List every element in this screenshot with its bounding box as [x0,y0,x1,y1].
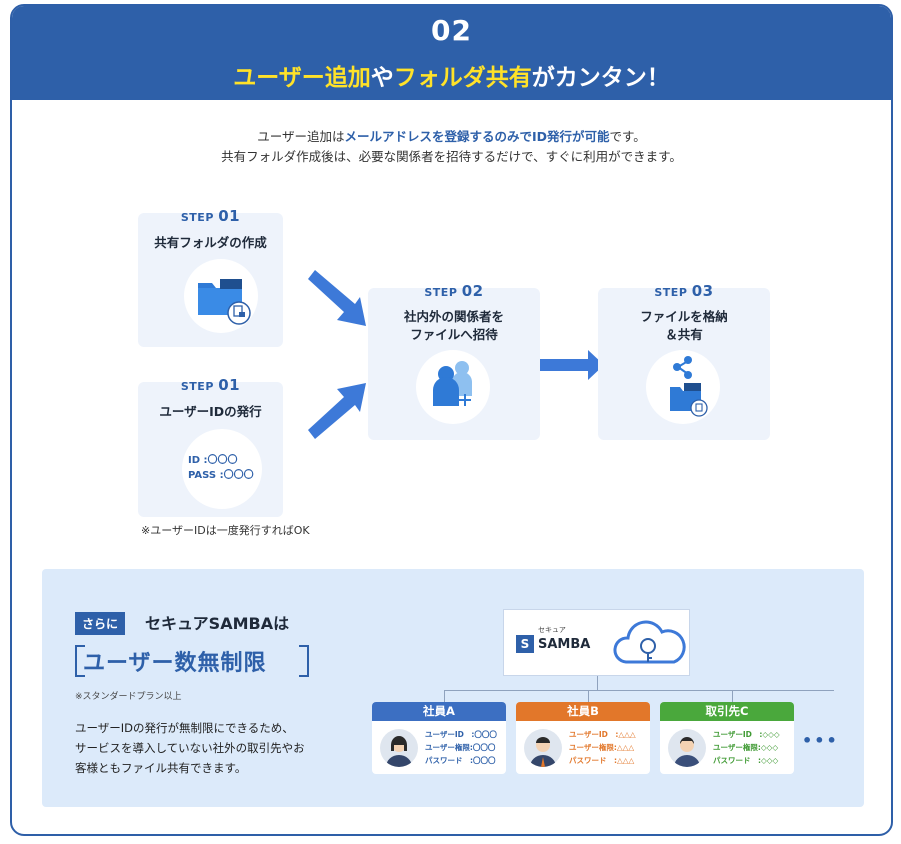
arrow-step1b-to-step2 [308,383,366,439]
member-credentials: ユーザーID :◇◇◇ ユーザー権限:◇◇◇ パスワード :◇◇◇ [713,728,780,767]
step-01-issue-user-id: STEP 01 ユーザーIDの発行 ID :〇〇〇 PASS :〇〇〇 [138,376,283,517]
intro-line-2: 共有フォルダ作成後は、必要な関係者を招待するだけで、すぐに利用ができます。 [221,149,682,164]
member-role-row: ユーザー権限:◇◇◇ [713,743,779,752]
id-line: ID :〇〇〇 [188,455,238,466]
member-card-b: 社員B ユーザーID :△△△ ユーザー権限:△△△ パスワード :△△△ [516,702,650,774]
tree-drop-b [588,690,589,704]
add-users-icon [433,361,472,406]
feature-title: ユーザー追加やフォルダ共有がカンタン！ [12,58,891,92]
member-credentials: ユーザーID :△△△ ユーザー権限:△△△ パスワード :△△△ [569,728,636,767]
member-id-row: ユーザーID :◇◇◇ [713,730,780,739]
step-title: ユーザーIDの発行 [159,404,262,419]
member-name: 取引先C [660,702,794,721]
pass-line: PASS :〇〇〇 [188,470,254,481]
step-01-create-folder: STEP 01 共有フォルダの作成 [138,207,283,347]
member-id-row: ユーザーID :〇〇〇 [425,730,497,739]
avatar-client [668,729,706,767]
step-02-invite: STEP 02 社内外の関係者を ファイルへ招待 [368,282,540,440]
step-word: STEP [180,380,214,393]
arrow-step2-to-step3 [540,350,604,380]
unlimited-users-text: ユーザー数無制限 [83,651,267,676]
promo-section: さらに セキュアSAMBAは ユーザー数無制限 ※スタンダードプラン以上 ユーザ… [42,569,864,807]
unlimited-users-callout: ユーザー数無制限 [75,641,309,681]
step-word: STEP [654,286,688,299]
step-icon-circle [646,350,720,424]
member-id-row: ユーザーID :△△△ [569,730,636,739]
intro-line-1: ユーザー追加はメールアドレスを登録するのみでID発行が可能です。 [12,127,891,147]
intro-line1-a: ユーザー追加は [257,129,345,144]
step-word: STEP [424,286,458,299]
secure-samba-logo-box: S セキュア SAMBA [503,609,690,676]
step-icon-circle [416,350,490,424]
samba-logo-text: SAMBA [538,637,591,652]
promo-badge: さらに [75,612,126,635]
shared-folder-icon [198,279,251,325]
step-title-line2: ＆共有 [665,327,703,342]
step-number: 01 [218,207,241,225]
step-label: STEP 02 [368,282,540,300]
step-note: ※ユーザーIDは一度発行すればOK [141,524,310,537]
intro-line1-highlight: メールアドレスを登録するのみでID発行が可能 [344,129,610,144]
member-card-a: 社員A ユーザーID :〇〇〇 ユーザー権限:〇〇〇 パスワード :〇〇〇 [372,702,506,774]
step-title-line1: 社内外の関係者を [403,309,504,324]
bracket-left [75,645,85,677]
step-title-line2: ファイルへ招待 [410,327,498,342]
desc-line1: ユーザーIDの発行が無制限にできるため、 [75,721,294,735]
title-part-easy: がカンタン！ [531,65,670,91]
samba-logo-mark: S [516,635,534,653]
step-word: STEP [180,211,214,224]
step-icon-circle [184,259,258,333]
feature-number: 02 [431,14,472,47]
member-credentials: ユーザーID :〇〇〇 ユーザー権限:〇〇〇 パスワード :〇〇〇 [425,728,497,767]
bracket-right [299,645,309,677]
cloud-key-icon [613,620,686,664]
member-name: 社員A [372,702,506,721]
more-ellipsis-icon: ••• [802,731,839,750]
avatar-male [524,729,562,767]
flow-arrows [308,270,604,439]
plan-note: ※スタンダードプラン以上 [75,692,182,702]
step-03-store-share: STEP 03 ファイルを格納 ＆共有 [598,282,770,440]
tree-drop-c [732,690,733,704]
member-role-row: ユーザー権限:△△△ [569,743,635,752]
promo-description: ユーザーIDの発行が無制限にできるため、 サービスを導入していない社外の取引先や… [75,718,305,778]
avatar-female [380,729,418,767]
member-card-c: 取引先C ユーザーID :◇◇◇ ユーザー権限:◇◇◇ パスワード :◇◇◇ [660,702,794,774]
step-title-line1: ファイルを格納 [640,309,728,324]
step-title: 社内外の関係者を ファイルへ招待 [368,308,540,344]
desc-line2: サービスを導入していない社外の取引先やお [75,741,305,755]
member-password-row: パスワード :◇◇◇ [713,756,779,765]
step-label: STEP 03 [598,282,770,300]
title-part-ya: や [370,65,394,91]
credentials: ID :〇〇〇 PASS :〇〇〇 [188,453,254,483]
member-name: 社員B [516,702,650,721]
arrow-step1a-to-step2 [308,270,366,326]
step-title: 共有フォルダの作成 [154,235,267,250]
step-title: ファイルを格納 ＆共有 [598,308,770,344]
tree-connector [597,676,598,690]
member-password-row: パスワード :△△△ [569,756,635,765]
step-label: STEP 01 [138,207,283,225]
desc-line3: 客様ともファイル共有できます。 [75,761,247,775]
feature-banner: 02 ユーザー追加やフォルダ共有がカンタン！ [12,6,891,100]
step-label: STEP 01 [138,376,283,394]
samba-logo-small: セキュア [538,626,566,634]
title-part-folder-share: フォルダ共有 [393,65,532,91]
title-part-user-add: ユーザー追加 [233,65,371,91]
member-role-row: ユーザー権限:〇〇〇 [425,743,496,752]
intro-text: ユーザー追加はメールアドレスを登録するのみでID発行が可能です。 共有フォルダ作… [12,127,891,167]
step-number: 03 [691,282,714,300]
intro-line1-c: です。 [609,129,646,144]
member-password-row: パスワード :〇〇〇 [425,756,496,765]
share-folder-icon [670,356,708,417]
step-number: 01 [218,376,241,394]
feature-card: 02 ユーザー追加やフォルダ共有がカンタン！ ユーザー追加はメールアドレスを登録… [10,4,893,836]
credential-circle: ID :〇〇〇 PASS :〇〇〇 [182,429,262,509]
tree-drop-a [444,690,445,704]
promo-headline: セキュアSAMBAは [145,614,290,633]
tree-connector-horizontal [444,690,834,691]
step-number: 02 [461,282,484,300]
